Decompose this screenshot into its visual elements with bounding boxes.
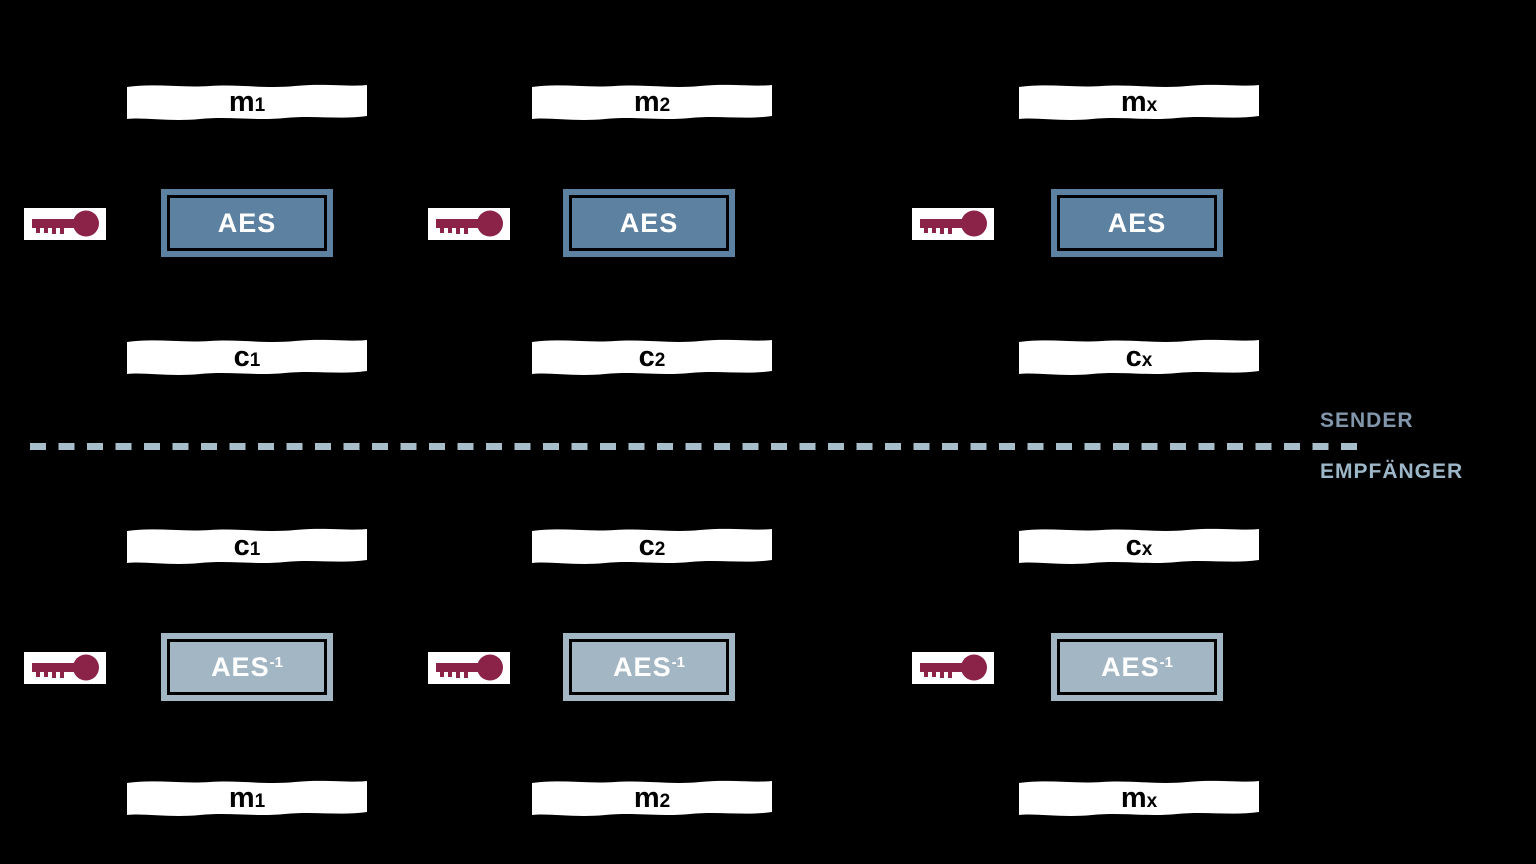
key-glyph bbox=[920, 654, 987, 681]
hand-drawn-strip bbox=[532, 528, 772, 564]
hand-drawn-strip bbox=[127, 339, 367, 375]
key-glyph bbox=[436, 210, 503, 237]
sender-label: SENDER bbox=[1320, 409, 1414, 432]
key-glyph bbox=[920, 210, 987, 237]
key-glyph bbox=[436, 654, 503, 681]
hand-drawn-strip bbox=[532, 780, 772, 816]
key-glyph bbox=[32, 654, 99, 681]
hand-drawn-strip bbox=[127, 528, 367, 564]
hand-drawn-strip bbox=[1019, 339, 1259, 375]
aes-encrypt-box: AES bbox=[569, 195, 729, 251]
hand-drawn-strip bbox=[127, 780, 367, 816]
key-icon bbox=[428, 208, 510, 240]
sender-receiver-divider bbox=[30, 443, 1358, 450]
hand-drawn-strip bbox=[532, 84, 772, 120]
hand-drawn-strip bbox=[1019, 780, 1259, 816]
aes-decrypt-box: AES-1 bbox=[1057, 639, 1217, 695]
aes-decrypt-box: AES-1 bbox=[569, 639, 729, 695]
hand-drawn-strip bbox=[1019, 528, 1259, 564]
hand-drawn-strip bbox=[1019, 84, 1259, 120]
hand-drawn-strip bbox=[127, 84, 367, 120]
aes-encrypt-box: AES bbox=[1057, 195, 1217, 251]
aes-decrypt-box: AES-1 bbox=[167, 639, 327, 695]
key-icon bbox=[24, 208, 106, 240]
aes-encrypt-box: AES bbox=[167, 195, 327, 251]
key-icon bbox=[912, 652, 994, 684]
key-glyph bbox=[32, 210, 99, 237]
receiver-label: EMPFÄNGER bbox=[1320, 460, 1464, 483]
key-icon bbox=[24, 652, 106, 684]
key-icon bbox=[428, 652, 510, 684]
hand-drawn-strip bbox=[532, 339, 772, 375]
key-icon bbox=[912, 208, 994, 240]
